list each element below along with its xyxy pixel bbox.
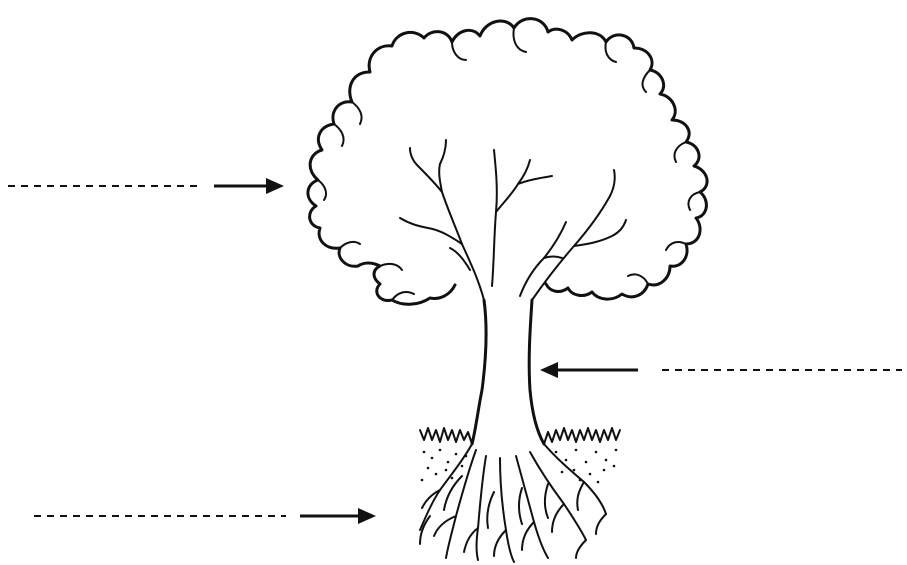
trunk-arrow-head bbox=[540, 362, 558, 378]
tree-crown bbox=[308, 19, 707, 305]
tree-trunk bbox=[472, 300, 544, 444]
crown-arrow-head bbox=[266, 178, 284, 194]
roots-arrow-head bbox=[358, 508, 376, 524]
roots-label-pointer bbox=[34, 508, 376, 524]
trunk-label-pointer bbox=[540, 362, 902, 378]
tree-branches bbox=[400, 140, 626, 300]
crown-detail-left bbox=[318, 102, 414, 300]
crown-label-pointer bbox=[8, 178, 284, 194]
